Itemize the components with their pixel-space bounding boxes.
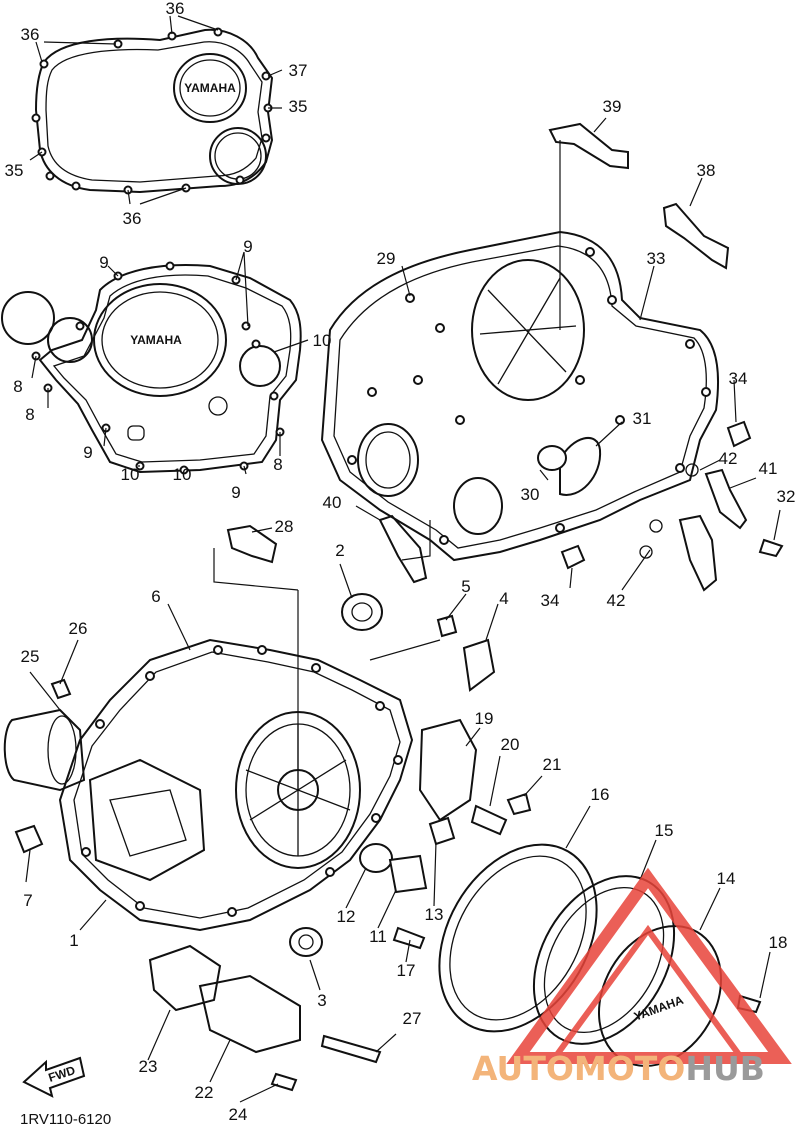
callout-38: 38	[697, 161, 716, 180]
callout-17: 17	[397, 961, 416, 980]
callout-42: 42	[719, 449, 738, 468]
callout-9: 9	[99, 253, 108, 272]
callout-8: 8	[25, 405, 34, 424]
watermark-logo-icon	[506, 867, 792, 1064]
watermark-text-a: AUTOMOTO	[472, 1049, 685, 1088]
callout-31: 31	[633, 409, 652, 428]
leader-lines	[25, 15, 781, 1103]
callout-22: 22	[195, 1083, 214, 1102]
callout-10: 10	[313, 331, 332, 350]
callout-36: 36	[21, 25, 40, 44]
callout-35: 35	[289, 97, 308, 116]
callout-21: 21	[543, 755, 562, 774]
fwd-label: FWD	[47, 1063, 78, 1085]
callout-12: 12	[337, 907, 356, 926]
callout-34: 34	[541, 591, 560, 610]
reference-code: 1RV110-6120	[20, 1111, 111, 1128]
callout-24: 24	[229, 1105, 248, 1124]
callout-20: 20	[501, 735, 520, 754]
callout-8: 8	[273, 455, 282, 474]
brand-mark-cover: YAMAHA	[632, 993, 686, 1024]
watermark-text: AUTOMOTOHUB	[472, 1049, 765, 1088]
callout-5: 5	[461, 577, 470, 596]
callout-19: 19	[475, 709, 494, 728]
brand-mark-top: YAMAHA	[184, 81, 236, 95]
crankcase-cover-upper	[320, 230, 720, 562]
callout-4: 4	[499, 589, 508, 608]
small-parts-center	[50, 524, 496, 957]
callout-3: 3	[317, 991, 326, 1010]
watermark-text-b: HUB	[685, 1049, 765, 1088]
callout-28: 28	[275, 517, 294, 536]
callout-14: 14	[717, 869, 736, 888]
callout-7: 7	[23, 891, 32, 910]
callout-15: 15	[655, 821, 674, 840]
callout-10: 10	[121, 465, 140, 484]
small-parts-center-right	[359, 718, 532, 950]
callout-10: 10	[173, 465, 192, 484]
callout-9: 9	[83, 443, 92, 462]
callout-36: 36	[123, 209, 142, 228]
callout-9: 9	[243, 237, 252, 256]
bracket-38	[662, 202, 730, 270]
callout-27: 27	[403, 1009, 422, 1028]
callout-42: 42	[607, 591, 626, 610]
small-parts-bottom	[148, 944, 382, 1092]
callout-30: 30	[521, 485, 540, 504]
callout-9: 9	[231, 483, 240, 502]
callout-33: 33	[647, 249, 666, 268]
callout-35: 35	[5, 161, 24, 180]
callout-39: 39	[603, 97, 622, 116]
callout-18: 18	[769, 933, 788, 952]
small-parts-right	[378, 420, 784, 592]
callout-2: 2	[335, 541, 344, 560]
callout-40: 40	[323, 493, 342, 512]
callout-34: 34	[729, 369, 748, 388]
bracket-39	[548, 122, 629, 170]
callout-32: 32	[777, 487, 796, 506]
callout-1: 1	[69, 931, 78, 950]
callout-16: 16	[591, 785, 610, 804]
callout-29: 29	[377, 249, 396, 268]
callout-26: 26	[69, 619, 88, 638]
callout-8: 8	[13, 377, 22, 396]
main-cover-lower	[58, 638, 414, 932]
fwd-arrow-icon	[22, 1056, 86, 1098]
callout-37: 37	[289, 61, 308, 80]
generator-cover-gasket	[1, 261, 302, 475]
callout-6: 6	[151, 587, 160, 606]
callout-25: 25	[21, 647, 40, 666]
callout-36: 36	[166, 0, 185, 18]
clutch-cover-gasket	[31, 27, 274, 195]
brand-mark-middle: YAMAHA	[130, 333, 182, 347]
callout-11: 11	[369, 927, 387, 946]
starter-motor-25	[3, 708, 86, 854]
callout-23: 23	[139, 1057, 158, 1076]
callout-13: 13	[425, 905, 444, 924]
callout-41: 41	[759, 459, 778, 478]
